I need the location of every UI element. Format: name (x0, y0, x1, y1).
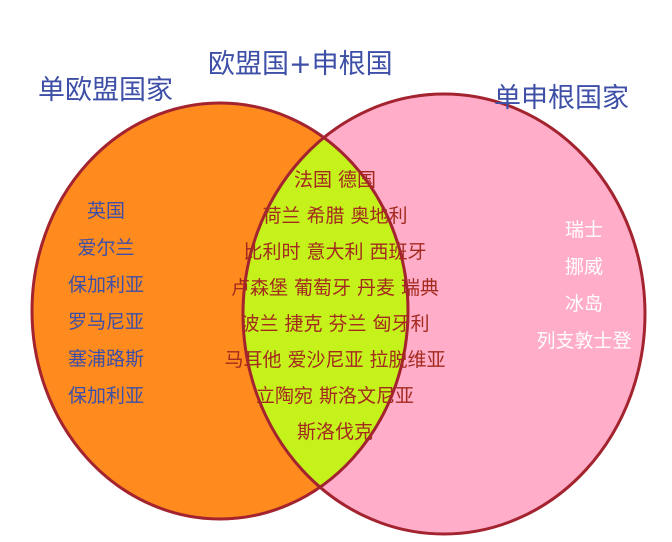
country-label: 列支敦士登 (536, 330, 632, 352)
intersection-region (243, 103, 408, 519)
schengen-only-title: 单申根国家 (494, 83, 629, 114)
country-row: 荷兰 希腊 奥地利 (262, 205, 408, 227)
country-label: 英国 (86, 200, 125, 222)
country-label: 爱尔兰 (77, 237, 135, 259)
eu-only-country-list: 英国 爱尔兰 保加利亚 罗马尼亚 塞浦路斯 保加利亚 (40, 193, 172, 415)
schengen-only-country-list: 瑞士 挪威 冰岛 列支敦士登 (518, 212, 650, 360)
schengen-circle-outline (241, 92, 647, 536)
country-label: 冰岛 (564, 293, 603, 315)
country-row: 比利时 意大利 西班牙 (243, 241, 427, 263)
country-row: 卢森堡 葡萄牙 丹麦 瑞典 (230, 277, 440, 299)
country-label: 保加利亚 (67, 385, 144, 407)
eu-and-schengen-title: 欧盟国+申根国 (208, 49, 393, 80)
country-row: 斯洛伐克 (296, 421, 373, 443)
country-row: 立陶宛 斯洛文尼亚 (255, 385, 415, 407)
country-label: 塞浦路斯 (67, 348, 144, 370)
country-label: 挪威 (564, 256, 603, 278)
eu-circle-outline (30, 101, 410, 521)
country-row: 波兰 捷克 芬兰 匈牙利 (240, 313, 430, 335)
country-row: 法国 德国 (293, 169, 377, 191)
eu-and-schengen-country-list: 法国 德国 荷兰 希腊 奥地利 比利时 意大利 西班牙 卢森堡 葡萄牙 丹麦 瑞… (190, 162, 480, 450)
country-label: 瑞士 (564, 219, 603, 241)
country-label: 保加利亚 (67, 274, 144, 296)
country-row: 马耳他 爱沙尼亚 拉脱维亚 (224, 349, 446, 371)
eu-only-title: 单欧盟国家 (38, 75, 173, 106)
country-label: 罗马尼亚 (67, 311, 144, 333)
